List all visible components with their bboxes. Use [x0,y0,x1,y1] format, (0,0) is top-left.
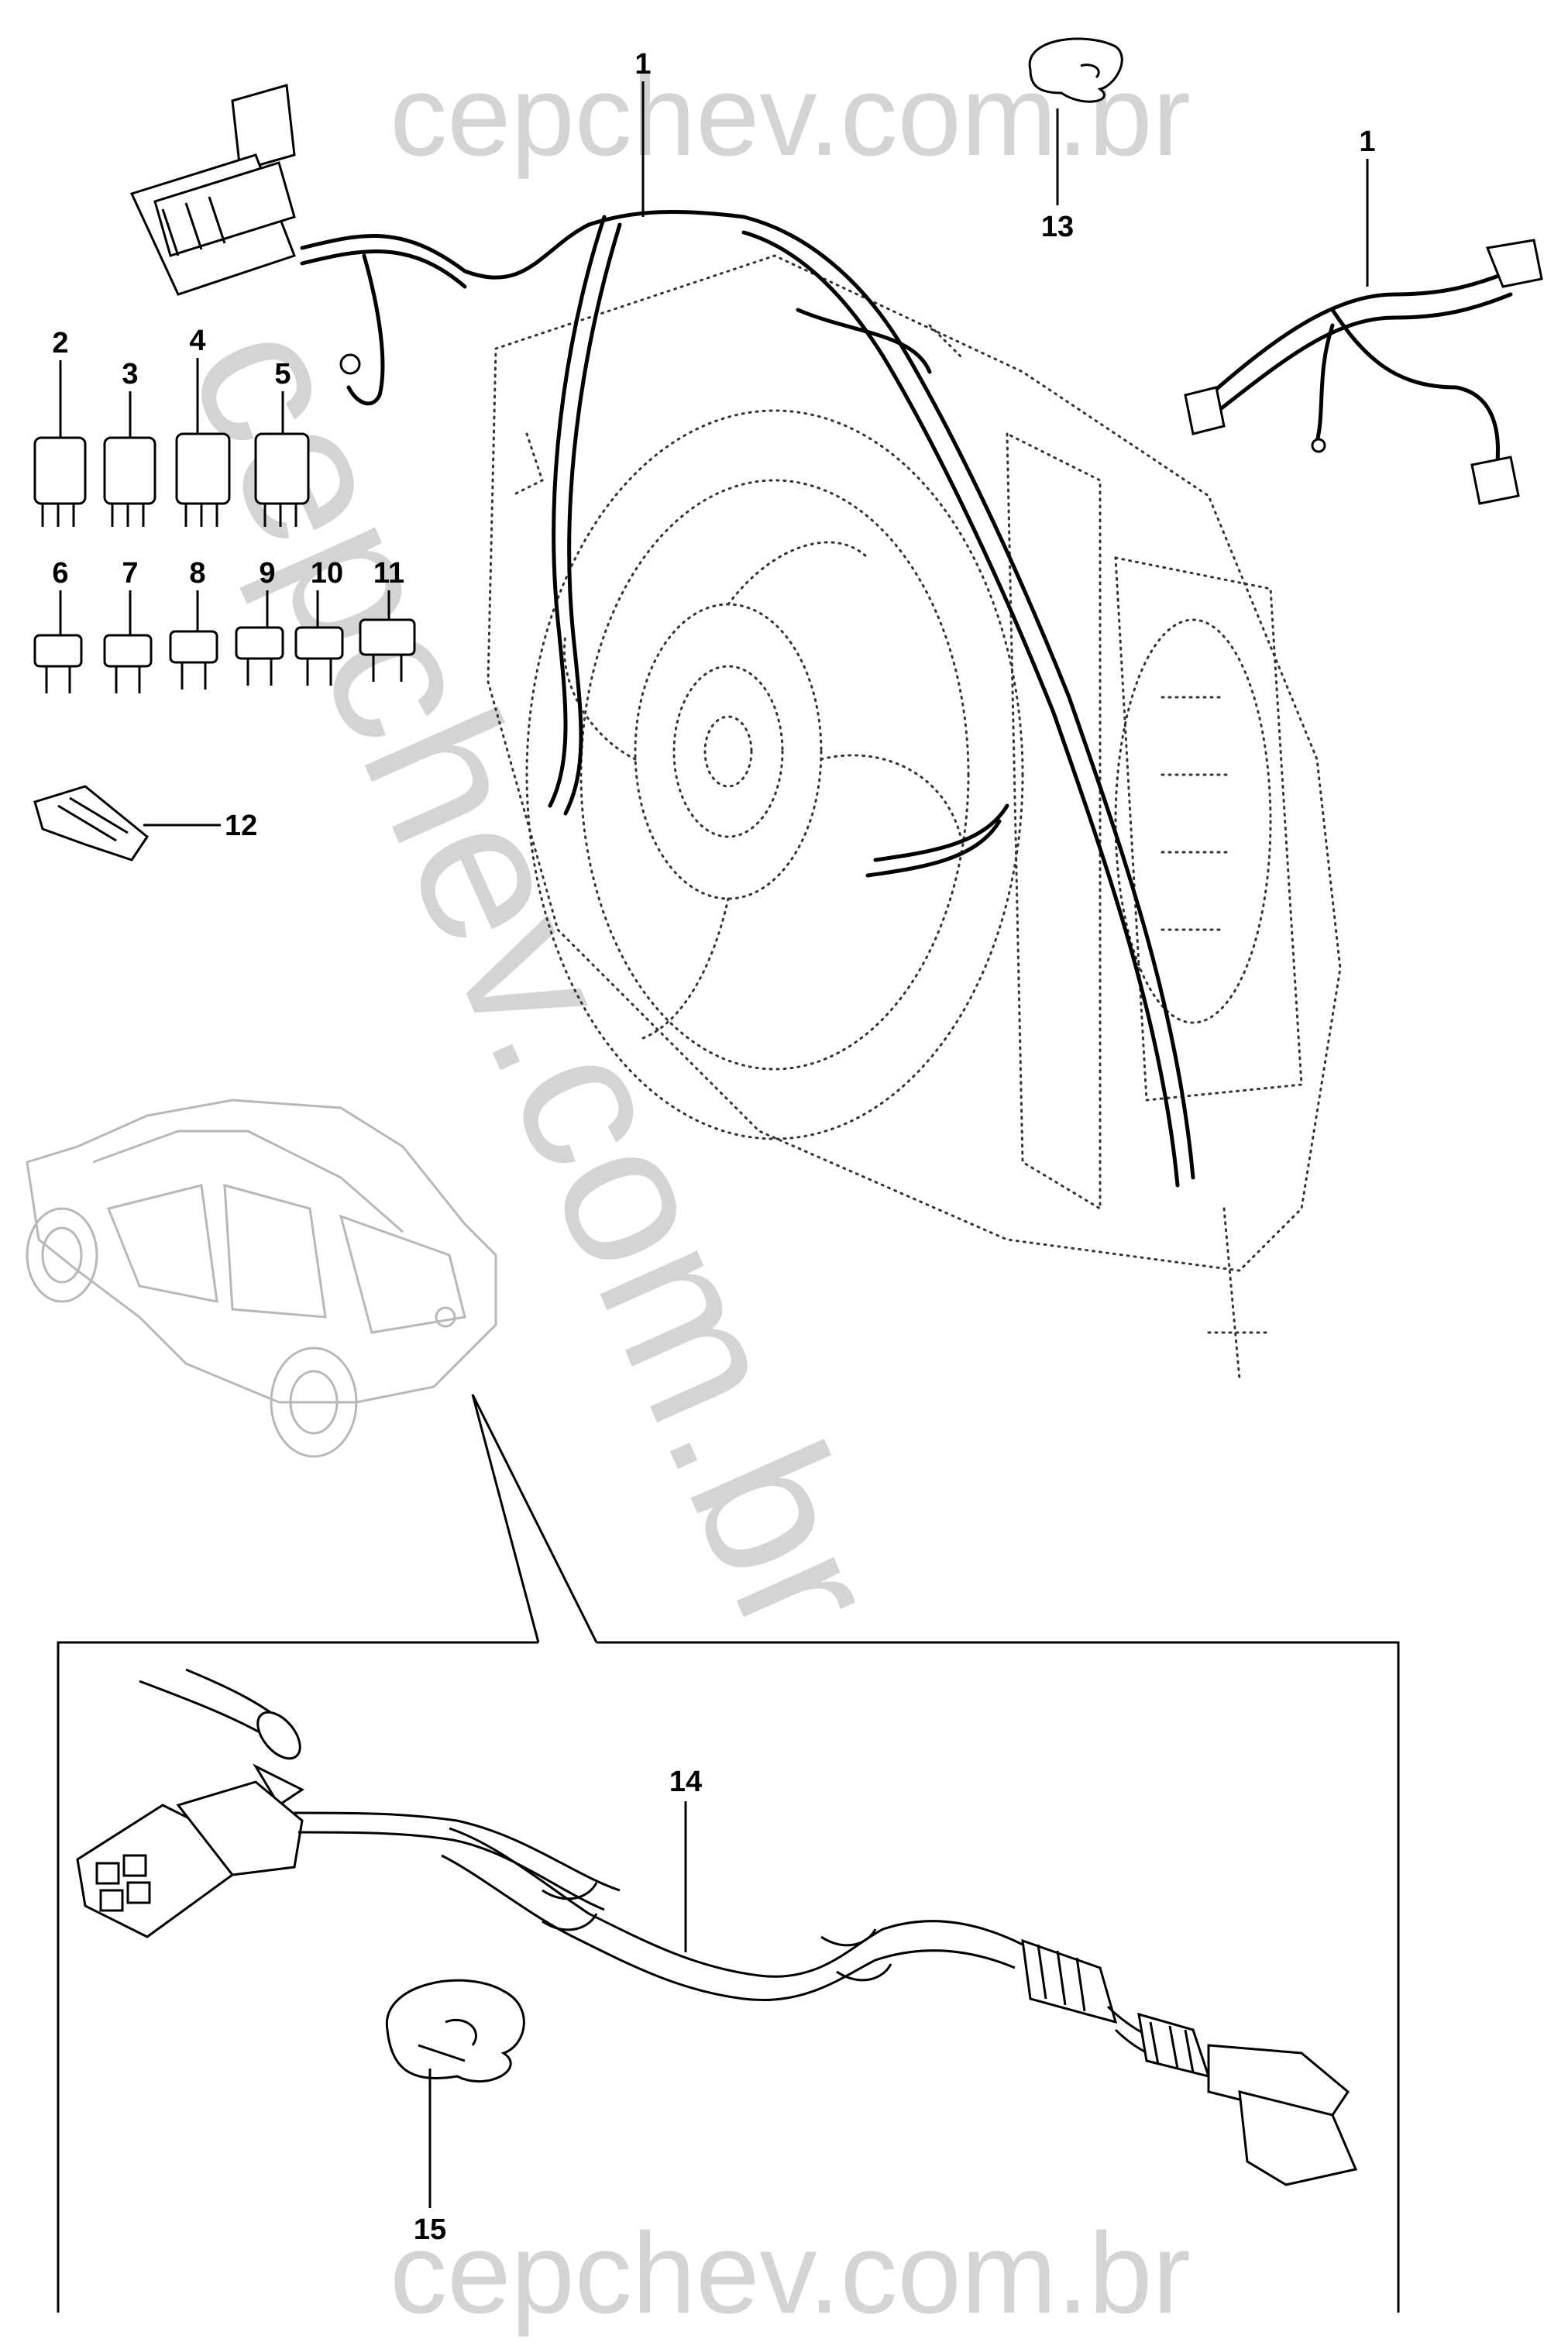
callout-9: 9 [259,557,275,590]
fuse-7-icon [103,634,153,693]
callout-11: 11 [373,557,404,590]
callout-12: 12 [225,810,257,842]
callout-10: 10 [311,557,343,590]
fuse-puller-12-icon [33,785,150,862]
fuse-10-icon [294,626,344,686]
callout-15: 15 [414,2213,446,2246]
relay-2-icon [33,436,87,527]
fuse-8-icon [169,630,218,690]
detail-frame [57,1641,1400,2313]
callout-4: 4 [189,325,205,357]
callout-2: 2 [52,327,68,359]
clip-13-icon [1028,37,1123,103]
relay-5-icon [254,432,310,527]
callout-7: 7 [122,557,138,590]
callout-14: 14 [669,1766,702,1798]
relay-3-icon [103,436,156,527]
callout-3: 3 [122,358,138,390]
clip-15-icon [385,1979,525,2083]
relay-4-icon [175,432,231,527]
fuse-11-icon [359,618,416,682]
sensor-cable-14 [76,1668,1358,2186]
callout-6: 6 [52,557,68,590]
fuse-6-icon [33,634,83,693]
callout-13: 13 [1041,211,1074,243]
harness-detail-view [1184,239,1543,505]
cooling-fan-assembly [487,254,1342,1381]
callout-1-right: 1 [1359,126,1375,158]
fuse-9-icon [235,626,284,686]
callout-8: 8 [189,557,205,590]
watermark-bottom: cepchev.com.br [390,2210,1191,2337]
fan-wiring-harness [129,84,1195,1188]
vehicle-icon [26,1099,497,1458]
ground-terminal-icon [339,353,361,375]
callout-1-main: 1 [634,48,651,81]
callout-5: 5 [274,358,291,390]
